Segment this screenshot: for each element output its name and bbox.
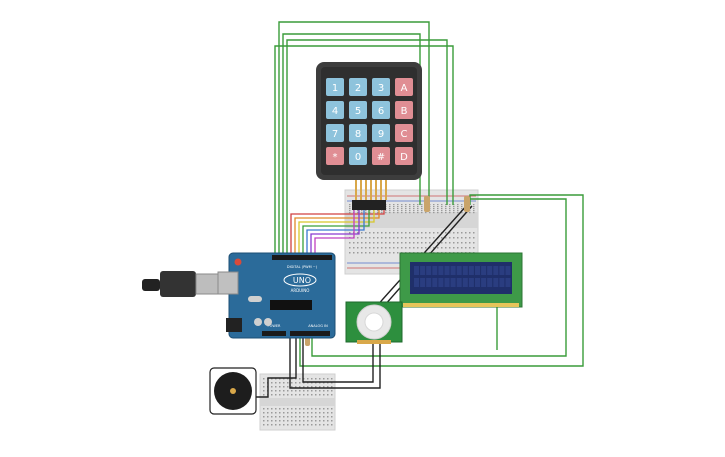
keypad-pins: [355, 180, 387, 200]
keypad-key[interactable]: A: [395, 78, 413, 96]
keypad-key[interactable]: 0: [349, 147, 367, 165]
keypad-key-label: 4: [332, 106, 338, 117]
wire-green[interactable]: [299, 194, 584, 367]
lcd-cells: [414, 266, 511, 287]
keypad-key-label: 6: [378, 106, 384, 117]
keypad-key-label: 5: [355, 106, 361, 117]
keypad-key-label: B: [401, 106, 408, 117]
keypad-key[interactable]: 3: [372, 78, 390, 96]
keypad-key[interactable]: *: [326, 147, 344, 165]
keypad-key-label: *: [333, 152, 338, 163]
keypad-key[interactable]: 9: [372, 124, 390, 142]
wire-green[interactable]: [286, 39, 448, 256]
wire-black[interactable]: [289, 338, 381, 389]
keypad-key-label: 2: [355, 83, 361, 94]
keypad-key[interactable]: #: [372, 147, 390, 165]
keypad-key[interactable]: B: [395, 101, 413, 119]
keypad-key-label: 1: [332, 83, 338, 94]
keypad-key[interactable]: 1: [326, 78, 344, 96]
keypad-key-label: C: [401, 129, 408, 140]
keypad-key[interactable]: 6: [372, 101, 390, 119]
keypad-key-label: 7: [332, 129, 338, 140]
wire-keypad[interactable]: [290, 210, 385, 256]
pir-sensor: [345, 301, 403, 344]
resistor[interactable]: [464, 196, 470, 212]
arduino-brand: ARDUINO: [291, 288, 310, 293]
digital-label: DIGITAL (PWM ~): [287, 265, 318, 269]
keypad-connector: [352, 200, 386, 210]
analog-label: ANALOG IN: [308, 324, 328, 328]
keypad-wires: [290, 210, 385, 256]
power-header: [262, 331, 286, 336]
keypad-key[interactable]: 2: [349, 78, 367, 96]
arduino-uno: UNO ARDUINO DIGITAL (PWM ~) ANALOG IN PO…: [217, 252, 336, 339]
wire-keypad[interactable]: [310, 210, 360, 256]
lcd-display: [399, 252, 523, 308]
keypad: 1 2 3 A 4 5 6 B 7 8 9 C * 0 # D: [316, 62, 422, 210]
keypad-key[interactable]: 7: [326, 124, 344, 142]
keypad-key[interactable]: C: [395, 124, 413, 142]
wire-keypad[interactable]: [302, 210, 370, 256]
wire-keypad[interactable]: [306, 210, 365, 256]
keypad-key-label: 3: [378, 83, 384, 94]
keypad-key-label: A: [401, 83, 408, 94]
wire-keypad[interactable]: [314, 210, 355, 256]
usb-cable: [142, 271, 219, 297]
keypad-key-label: #: [377, 152, 385, 163]
keypad-keys: 1 2 3 A 4 5 6 B 7 8 9 C * 0 # D: [326, 78, 413, 165]
arduino-model: UNO: [293, 276, 311, 285]
keypad-key-label: 8: [355, 129, 361, 140]
keypad-key[interactable]: D: [395, 147, 413, 165]
small-breadboard: [259, 373, 336, 431]
keypad-key[interactable]: 8: [349, 124, 367, 142]
keypad-key[interactable]: 5: [349, 101, 367, 119]
wire-keypad[interactable]: [294, 210, 380, 256]
wire-green[interactable]: [274, 45, 454, 256]
keypad-key-label: 9: [378, 129, 384, 140]
wire-black[interactable]: [302, 338, 374, 383]
wire-black[interactable]: [244, 338, 297, 398]
wire-keypad[interactable]: [298, 210, 375, 256]
breadboard-holes: [263, 378, 333, 426]
keypad-key[interactable]: 4: [326, 101, 344, 119]
buzzer: [209, 367, 257, 415]
keypad-key-label: D: [400, 152, 408, 163]
resistor[interactable]: [424, 196, 430, 212]
analog-header: [290, 331, 330, 336]
wire-green[interactable]: [278, 21, 430, 256]
keypad-key-label: 0: [355, 152, 361, 163]
power-label: POWER: [268, 324, 282, 328]
digital-header: [272, 255, 332, 260]
